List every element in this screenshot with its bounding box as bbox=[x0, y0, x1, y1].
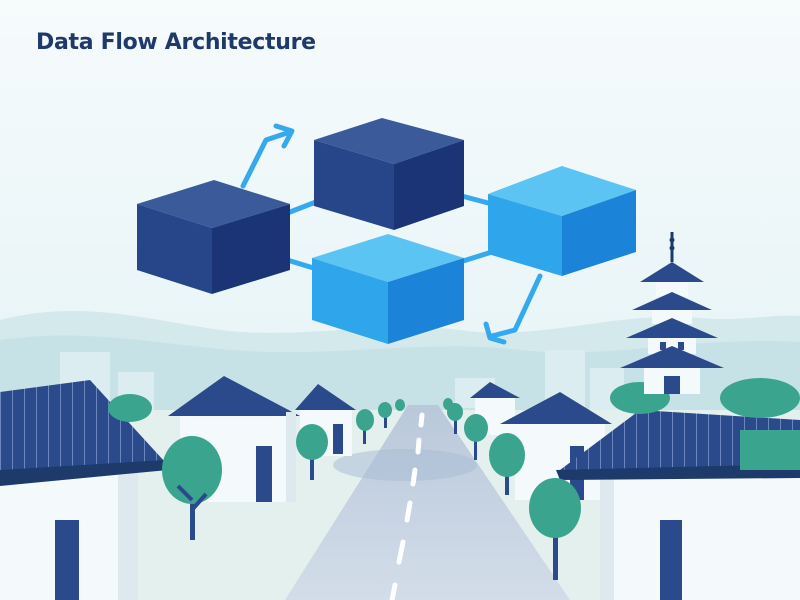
node-right[interactable] bbox=[488, 166, 636, 276]
road-shadow bbox=[333, 449, 477, 481]
house-right-near bbox=[556, 410, 800, 600]
house-left-near bbox=[0, 380, 168, 600]
node-left[interactable] bbox=[137, 180, 290, 294]
up-right-arrow-icon bbox=[240, 123, 295, 189]
trees-left bbox=[108, 394, 405, 540]
road bbox=[285, 405, 570, 600]
down-left-arrow-icon bbox=[483, 273, 543, 345]
house-right-far bbox=[470, 382, 520, 435]
page-title: Data Flow Architecture bbox=[36, 30, 316, 55]
pagoda-icon bbox=[620, 232, 724, 394]
node-bottom[interactable] bbox=[312, 234, 464, 344]
node-top[interactable] bbox=[314, 118, 464, 230]
road-center-line bbox=[389, 412, 425, 600]
